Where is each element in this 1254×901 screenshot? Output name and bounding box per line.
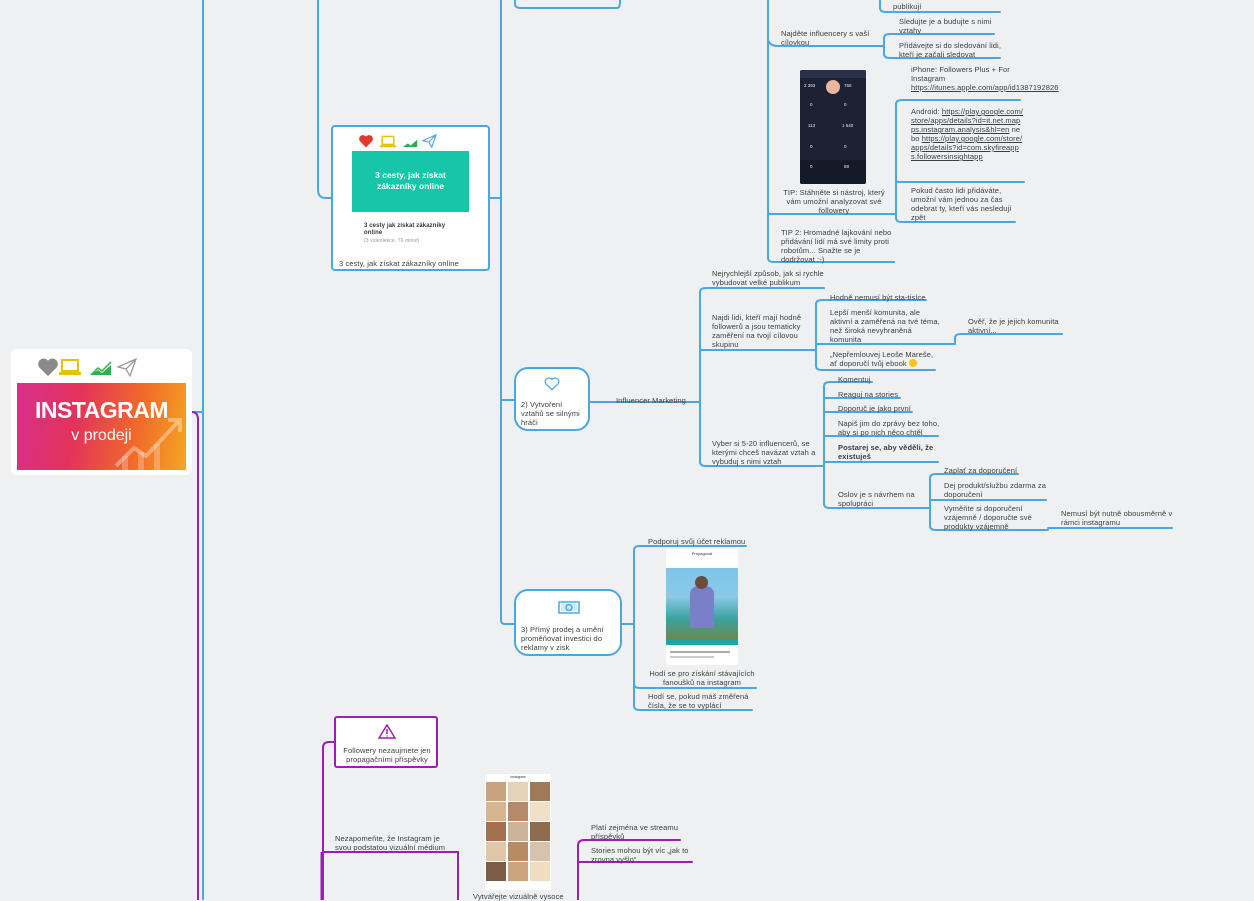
unfollow-text: Pokud často lidi přidáváte, umožní vám j… — [911, 186, 1012, 222]
app-screenshot: 2 393 766 0 0 113 1 640 0 0 0 68 — [800, 70, 866, 184]
grid-photo — [530, 842, 550, 861]
node-3-direct-sales[interactable]: 3) Přímý prodej a umění proměňovat inves… — [514, 589, 622, 656]
stat-value: 68 — [844, 164, 850, 169]
video-card-node[interactable]: 3 cesty, jak získat zákazníky online 3 c… — [331, 125, 490, 271]
tip2-text: TIP 2: Hromadné lajkování nebo přidávání… — [781, 228, 892, 264]
verify-text: Ověř, že je jejich komunita aktivní... — [968, 317, 1059, 335]
grid-photo — [508, 822, 528, 841]
node-2-label: 2) Vytvoření vztahů se silnými hráči — [521, 400, 580, 427]
grid-photo — [508, 802, 528, 821]
grid-photo — [530, 822, 550, 841]
ad-photo — [666, 568, 738, 640]
iphone-link[interactable]: https://itunes.apple.com/app/id138719282… — [911, 83, 1059, 92]
root-node[interactable]: INSTAGRAM v prodeji — [11, 349, 192, 475]
stat-value: 0 — [810, 102, 813, 107]
banner-subtitle: v prodeji — [71, 427, 132, 444]
stat-value: 0 — [844, 102, 847, 107]
quote-text: „Nepřemlouvej Leoše Mareše, ať doporučí … — [830, 350, 934, 368]
laptop-icon — [59, 358, 81, 381]
stat-value: 0 — [810, 164, 813, 169]
grid-photo — [486, 862, 506, 881]
influencers-text: Najděte influencery s vaší cílovkou — [781, 29, 870, 47]
smile-icon — [908, 359, 917, 367]
avatar — [826, 80, 840, 94]
video-card-meta: (3 videolekce, 76 minut) — [364, 238, 420, 244]
swap-text: Vyměňte si doporučení vzájemně / doporuč… — [944, 504, 1032, 531]
stat-value: 2 393 — [804, 83, 816, 88]
instagram-banner: INSTAGRAM v prodeji — [17, 383, 186, 470]
visual-medium-text: Nezapomeňte, že Instagram je svou podsta… — [335, 834, 446, 852]
grid-photo — [508, 862, 528, 881]
heart-outline-icon — [544, 377, 560, 396]
warning-text: Followery nezaujmete jen propagačními př… — [343, 746, 431, 764]
comment-text: Komentuj — [838, 375, 871, 384]
suitable-text: Hodí se pro získání stávajících fanoušků… — [649, 669, 755, 687]
laptop-icon — [380, 135, 396, 153]
iphone-app-text[interactable]: iPhone: Followers Plus + For Instagram h… — [911, 65, 1059, 92]
warning-icon — [377, 723, 397, 744]
grid-photo — [486, 822, 506, 841]
grid-photo — [486, 802, 506, 821]
stories-casual-text: Stories mohou být víc „jak to zrovna vyš… — [591, 846, 689, 864]
no-stars-text: Hodně nemusí být sta-tisíce — [830, 293, 926, 302]
thumbnail-title: 3 cesty, jak získat zákazníky online — [375, 170, 446, 191]
heart-icon — [358, 134, 374, 153]
promote-text: Podporuj svůj účet reklamou — [648, 537, 746, 546]
tip1-text: TIP: Stáhněte si nástroj, který vám umož… — [783, 188, 885, 215]
stories-text: Reaguj na stories — [838, 390, 899, 399]
influencer-marketing: Influencer Marketing — [616, 396, 686, 405]
grid-photo — [530, 862, 550, 881]
pay-text: Zaplať za doporučení — [944, 466, 1018, 475]
recommend-text: Doporuč je jako první — [838, 404, 911, 413]
grid-screenshot: instagram — [485, 774, 551, 890]
free-product-text: Dej produkt/službu zdarma za doporučení — [944, 481, 1047, 499]
find-people-text: Najdi lidi, kteří mají hodně followerů a… — [712, 313, 802, 349]
dm-text: Napiš jim do zprávy bez toho, aby si po … — [838, 419, 940, 437]
android-link-2[interactable]: https://play.google.com/store/apps/detai… — [911, 134, 1023, 161]
fastest-text: Nejrychlejší způsob, jak si rychle vybud… — [712, 269, 824, 287]
heart-icon — [37, 357, 59, 382]
chart-icon — [402, 135, 418, 153]
android-app-text[interactable]: Android: https://play.google.com/store/a… — [911, 107, 1023, 161]
android-link-1[interactable]: https://play.google.com/store/apps/detai… — [911, 107, 1023, 134]
video-card-caption: 3 cesty, jak získat zákazníky online — [339, 259, 459, 268]
paper-plane-icon — [421, 133, 438, 153]
numbers-text: Hodí se, pokud máš změřená čísla, že se … — [648, 692, 749, 710]
follow-text: Sledujte je a budujte s nimi vztahy — [899, 17, 992, 35]
pick-influencers-text: Vyber si 5-20 influencerů, se kterými ch… — [712, 439, 816, 466]
banner-title: INSTAGRAM — [34, 397, 169, 423]
grid-header: instagram — [510, 775, 526, 779]
grid-photo — [508, 842, 528, 861]
ad-screenshot: Propagovat — [666, 549, 738, 665]
money-icon — [558, 601, 580, 619]
video-thumbnail[interactable]: 3 cesty, jak získat zákazníky online — [352, 151, 469, 212]
grid-photo — [530, 782, 550, 801]
create-visual-text: Vytvářejte vizuálně vysoce — [473, 892, 564, 901]
add-followers-text: Přidávejte si do sledování lidi, kteří j… — [899, 41, 1002, 59]
stat-value: 766 — [844, 83, 852, 88]
ad-header: Propagovat — [691, 551, 713, 556]
grid-photo — [486, 842, 506, 861]
grid-photo — [486, 782, 506, 801]
stat-value: 0 — [844, 144, 847, 149]
paper-plane-icon — [116, 357, 138, 382]
stat-value: 0 — [810, 144, 813, 149]
stat-value: 1 640 — [842, 123, 854, 128]
streams-text: Platí zejména ve streamu příspěvků — [591, 823, 679, 841]
node-2-relationships[interactable]: 2) Vytvoření vztahů se silnými hráči — [514, 367, 590, 431]
approach-text: Oslov je s návrhem na spolupráci — [838, 490, 915, 508]
warning-node[interactable]: Followery nezaujmete jen propagačními př… — [334, 716, 438, 768]
grid-photo — [508, 782, 528, 801]
not-repost-text: Nemusí být nutně obousměrně v rámci inst… — [1061, 509, 1173, 527]
make-sure-text: Postarej se, aby věděli, že existuješ — [838, 443, 934, 461]
smaller-community-text: Lepší menší komunita, ale aktivní a zamě… — [830, 308, 940, 344]
stat-value: 113 — [808, 123, 816, 128]
grid-photo — [530, 802, 550, 821]
chart-icon — [90, 359, 112, 381]
fragment-top: publikují — [893, 2, 922, 11]
node-3-label: 3) Přímý prodej a umění proměňovat inves… — [521, 625, 604, 652]
video-card-title: 3 cesty jak získat zákazníky online — [364, 223, 446, 236]
